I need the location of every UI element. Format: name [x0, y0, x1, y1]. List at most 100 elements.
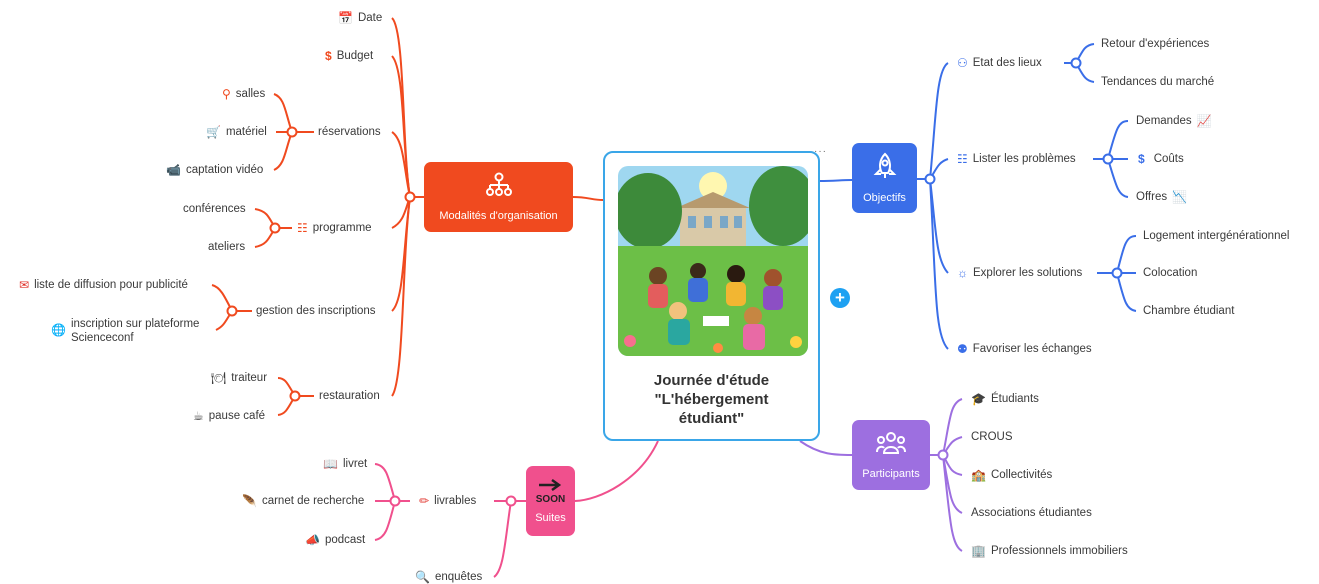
node-diffusion-label: liste de diffusion pour publicité	[34, 279, 188, 292]
people-icon: ⚉	[957, 342, 968, 356]
node-captation[interactable]: 📹 captation vidéo	[161, 163, 263, 177]
node-materiel[interactable]: 🛒 matériel	[201, 125, 267, 139]
coffee-icon: ☕	[193, 409, 204, 423]
node-logement-label: Logement intergénérationnel	[1143, 230, 1290, 242]
node-date-label: Date	[357, 12, 383, 25]
hub-modalites[interactable]: Modalités d'organisation	[424, 162, 573, 232]
office-icon: 🏢	[971, 544, 986, 558]
node-collectivites[interactable]: 🏫 Collectivités	[966, 468, 1052, 482]
node-programme[interactable]: ☷programme	[297, 221, 372, 235]
list-icon: ☷	[297, 221, 308, 235]
node-demandes[interactable]: Demandes📈	[1136, 114, 1217, 128]
node-etudiants-label: Étudiants	[990, 393, 1039, 406]
node-conferences-label: conférences	[183, 203, 246, 215]
node-conferences[interactable]: conférences	[183, 202, 246, 216]
hub-objectifs[interactable]: Objectifs	[852, 143, 917, 213]
node-enquetes-label: enquêtes	[434, 571, 483, 584]
hub-suites-label: Suites	[535, 511, 566, 524]
node-captation-label: captation vidéo	[185, 164, 264, 177]
globe-icon: 🌐	[51, 323, 66, 337]
book-icon: 📖	[323, 457, 338, 471]
hub-objectifs-label: Objectifs	[863, 192, 906, 204]
node-explorer[interactable]: ☼Explorer les solutions	[952, 266, 1082, 280]
node-crous-label: CROUS	[971, 431, 1013, 443]
node-plateforme-label-2: Scienceconf	[70, 332, 134, 344]
node-podcast[interactable]: 📣 podcast	[300, 533, 365, 547]
node-favoriser-label: Favoriser les échanges	[972, 343, 1092, 356]
node-inscriptions-label: gestion des inscriptions	[256, 305, 376, 317]
node-retour-label: Retour d'expériences	[1101, 38, 1210, 50]
node-ateliers[interactable]: ateliers	[208, 240, 245, 254]
calendar-icon: 📅	[338, 11, 353, 25]
key-icon: ⚲	[222, 87, 231, 101]
node-livrables[interactable]: ✏livrables	[414, 494, 476, 508]
hub-participants[interactable]: Participants	[852, 420, 930, 490]
dollar-icon: $	[325, 49, 332, 63]
node-logement[interactable]: Logement intergénérationnel	[1143, 229, 1289, 243]
node-podcast-label: podcast	[324, 534, 366, 547]
node-diffusion[interactable]: ✉liste de diffusion pour publicité	[14, 278, 188, 292]
node-lister-label: Lister les problèmes	[972, 153, 1076, 166]
node-collectivites-label: Collectivités	[990, 469, 1053, 482]
central-topic-title: Journée d'étude "L'hébergement étudiant"	[653, 372, 770, 427]
node-reservations[interactable]: réservations	[318, 125, 381, 139]
node-chambre[interactable]: Chambre étudiant	[1143, 304, 1234, 318]
chat-bubbles-icon: ⚇	[957, 56, 968, 70]
central-topic[interactable]: Journée d'étude "L'hébergement étudiant"	[603, 151, 820, 441]
hub-participants-label: Participants	[862, 468, 920, 480]
building-icon: 🏫	[971, 468, 986, 482]
node-livret-label: livret	[342, 458, 368, 471]
soon-arrow-icon: SOON	[535, 478, 566, 506]
node-couts-label: Coûts	[1153, 153, 1184, 166]
node-pros-label: Professionnels immobiliers	[990, 545, 1128, 558]
node-tendances[interactable]: Tendances du marché	[1101, 75, 1214, 89]
add-node-button[interactable]: +	[830, 288, 850, 308]
hub-suites[interactable]: SOON Suites	[526, 466, 575, 536]
node-traiteur[interactable]: 🍽 traiteur	[206, 371, 267, 385]
node-enquetes[interactable]: 🔍 enquêtes	[410, 570, 482, 584]
node-pause[interactable]: ☕ pause café	[188, 409, 265, 423]
node-colocation[interactable]: Colocation	[1143, 266, 1197, 280]
node-materiel-label: matériel	[225, 126, 267, 139]
node-associations-label: Associations étudiantes	[971, 507, 1092, 519]
node-retour[interactable]: Retour d'expériences	[1101, 37, 1209, 51]
soon-badge: SOON	[535, 493, 566, 505]
node-budget[interactable]: $Budget	[320, 49, 373, 63]
pen-icon: ✏	[419, 494, 430, 508]
node-date[interactable]: 📅 Date	[333, 11, 382, 25]
more-options-icon[interactable]: ···	[814, 146, 827, 157]
hub-modalites-label: Modalités d'organisation	[439, 210, 558, 222]
students-illustration	[618, 166, 808, 356]
plate-icon: 🍽	[211, 371, 227, 385]
node-etudiants[interactable]: 🎓 Étudiants	[966, 392, 1039, 406]
quill-icon: 🪶	[242, 494, 257, 508]
cart-icon: 🛒	[206, 125, 221, 139]
graduation-cap-icon: 🎓	[971, 392, 986, 406]
node-etat[interactable]: ⚇ Etat des lieux	[952, 56, 1042, 70]
node-pros[interactable]: 🏢 Professionnels immobiliers	[966, 544, 1128, 558]
node-associations[interactable]: Associations étudiantes	[971, 506, 1092, 520]
node-lister[interactable]: ☷Lister les problèmes	[952, 152, 1076, 166]
megaphone-icon: 📣	[305, 533, 320, 547]
node-salles[interactable]: ⚲salles	[217, 87, 265, 101]
node-etat-label: Etat des lieux	[972, 57, 1042, 70]
chart-down-icon: 📉	[1172, 190, 1188, 204]
node-tendances-label: Tendances du marché	[1101, 76, 1215, 88]
node-livret[interactable]: 📖 livret	[318, 457, 367, 471]
node-offres[interactable]: Offres📉	[1136, 190, 1192, 204]
lightbulb-icon: ☼	[957, 266, 968, 280]
node-traiteur-label: traiteur	[231, 372, 268, 385]
node-pause-label: pause café	[208, 410, 266, 423]
node-inscriptions[interactable]: gestion des inscriptions	[256, 304, 376, 318]
magnifier-icon: 🔍	[415, 570, 430, 584]
group-icon	[876, 430, 906, 462]
hierarchy-icon	[485, 172, 513, 204]
node-carnet[interactable]: 🪶carnet de recherche	[237, 494, 364, 508]
node-crous[interactable]: CROUS	[971, 430, 1013, 444]
camera-icon: 📹	[166, 163, 181, 177]
node-couts[interactable]: $Coûts	[1133, 152, 1184, 166]
node-restauration[interactable]: restauration	[319, 389, 380, 403]
node-favoriser[interactable]: ⚉ Favoriser les échanges	[952, 342, 1092, 356]
